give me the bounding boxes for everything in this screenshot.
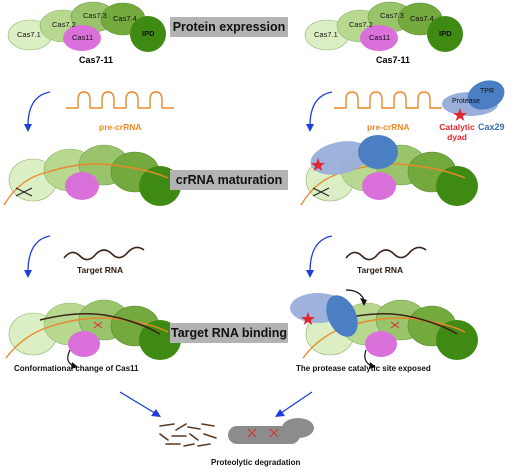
movement-arrowhead xyxy=(71,362,78,369)
convergence-arrow-left xyxy=(119,391,161,417)
degraded-protein xyxy=(228,418,314,444)
catalytic-dyad-star xyxy=(301,312,315,325)
complex-name-left: Cas7-11 xyxy=(79,55,114,65)
cas11-subunit xyxy=(68,331,100,357)
caption-protease-site-exposed: The protease catalytic site exposed xyxy=(296,364,431,373)
peptide-fragments xyxy=(159,423,217,447)
pre-crrna-strand-right xyxy=(334,91,442,109)
scissors-icon xyxy=(247,428,257,438)
tpr-domain xyxy=(467,80,505,110)
target-rna-strand-left xyxy=(63,246,145,261)
crrna-strand xyxy=(5,317,169,359)
step-arrow-right-1 xyxy=(306,91,333,132)
movement-arrow xyxy=(345,289,365,301)
cas11-subunit xyxy=(65,172,99,200)
cax29-free xyxy=(442,80,505,121)
cax29-label: Cax29 xyxy=(478,122,505,132)
bound-complex-right xyxy=(290,289,478,369)
step-arrow-right-2 xyxy=(306,235,333,278)
pre-crrna-label-right: pre-crRNA xyxy=(367,122,410,132)
stage-crrna-maturation: crRNA maturation xyxy=(170,170,288,190)
label-cas7-2: Cas7.2 xyxy=(52,20,76,29)
cas7-11-complex-right xyxy=(304,1,463,52)
cas11-subunit xyxy=(365,331,397,357)
protease-domain xyxy=(310,141,370,175)
crrna-strand xyxy=(3,163,169,206)
pre-crrna-strand-left xyxy=(66,91,174,109)
step-arrow-left-2 xyxy=(24,235,51,278)
target-rna-label-left: Target RNA xyxy=(77,265,124,275)
crrna-strand xyxy=(302,317,466,359)
pre-crrna-label-left: pre-crRNA xyxy=(99,122,142,132)
stage-target-rna-binding: Target RNA binding xyxy=(170,323,288,343)
scissors-icon xyxy=(93,321,103,329)
label-ipd: IPD xyxy=(142,29,155,38)
complex-name-right: Cas7-11 xyxy=(376,55,411,65)
mature-complex-left xyxy=(3,144,181,206)
scissors-icon xyxy=(312,187,330,197)
label-cas7-4: Cas7.4 xyxy=(113,14,137,23)
target-rna-label-right: Target RNA xyxy=(357,265,404,275)
target-rna-bound xyxy=(39,312,161,335)
catalytic-dyad-label: Catalytic dyad xyxy=(439,122,475,142)
scissors-icon xyxy=(390,321,400,329)
label-cas7-3: Cas7.3 xyxy=(83,11,107,20)
caption-conformational-change: Conformational change of Cas11 xyxy=(14,364,139,373)
protease-label: Protease xyxy=(452,98,481,105)
label-cas7-3: Cas7.3 xyxy=(380,11,404,20)
scissors-icon xyxy=(15,187,33,197)
ipd-domain xyxy=(436,166,478,206)
ipd-domain xyxy=(130,16,166,52)
tpr-domain xyxy=(358,135,398,169)
label-cas7-1: Cas7.1 xyxy=(314,30,338,39)
stage-protein-expression: Protein expression xyxy=(170,17,288,37)
target-rna-bound xyxy=(336,312,458,335)
tpr-label: TPR xyxy=(480,88,494,95)
scissors-icon xyxy=(269,428,279,438)
catalytic-dyad-star xyxy=(453,108,467,121)
label-cas7-2: Cas7.2 xyxy=(349,20,373,29)
label-cas11: Cas11 xyxy=(369,33,391,42)
cas11-subunit xyxy=(360,25,398,51)
label-ipd: IPD xyxy=(439,29,452,38)
catalytic-dyad-star xyxy=(311,158,325,171)
mature-complex-right xyxy=(300,135,478,206)
caption-proteolytic-degradation: Proteolytic degradation xyxy=(211,458,301,467)
target-rna-strand-right xyxy=(345,246,427,261)
label-cas7-4: Cas7.4 xyxy=(410,14,434,23)
cas7-11-complex-left xyxy=(7,1,166,52)
ipd-domain xyxy=(427,16,463,52)
label-cas11: Cas11 xyxy=(72,33,94,42)
movement-arrowhead xyxy=(369,362,376,369)
tpr-domain xyxy=(326,295,358,337)
bound-complex-left xyxy=(5,299,181,369)
label-cas7-1: Cas7.1 xyxy=(17,30,41,39)
cas11-subunit xyxy=(63,25,101,51)
ipd-domain xyxy=(436,320,478,360)
cas11-subunit xyxy=(362,172,396,200)
convergence-arrow-right xyxy=(275,391,313,417)
step-arrow-left-1 xyxy=(24,91,51,132)
movement-arrowhead xyxy=(360,298,367,306)
